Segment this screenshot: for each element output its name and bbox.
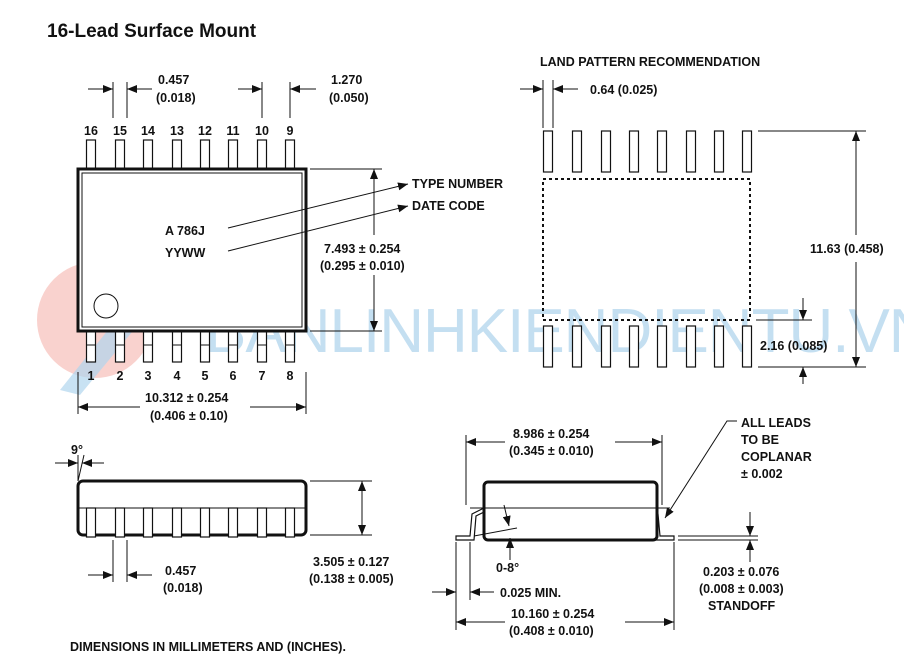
dim-min: 0.025 MIN. <box>500 586 561 600</box>
standoff-label: STANDOFF <box>708 599 775 613</box>
dim-side-lead-width-in: (0.018) <box>163 581 203 595</box>
callout-type-number: TYPE NUMBER <box>412 177 503 191</box>
pin-number: 4 <box>174 369 181 383</box>
dim-pad-length: 2.16 (0.085) <box>760 339 827 353</box>
side-view: 9° 0.457 (0.018) 3.505 ± 0.127 (0.138 ± … <box>55 443 394 595</box>
lead-top <box>256 139 268 170</box>
lead-bottom <box>171 330 183 363</box>
pin-number: 16 <box>84 124 98 138</box>
lead-top <box>227 139 239 170</box>
pin-number: 14 <box>141 124 155 138</box>
side-lead <box>284 507 296 538</box>
dim-lead-width-in: (0.018) <box>156 91 196 105</box>
land-pad-bottom <box>571 325 583 368</box>
pin-number: 3 <box>145 369 152 383</box>
lead-bottom <box>256 330 268 363</box>
pin-number: 13 <box>170 124 184 138</box>
lead-top <box>114 139 126 170</box>
dim-lead-width: 0.457 <box>158 73 189 87</box>
lead-top <box>142 139 154 170</box>
lead-top <box>85 139 97 170</box>
side-lead <box>114 507 126 538</box>
pin-number: 10 <box>255 124 269 138</box>
lead-top <box>284 139 296 170</box>
lead-bottom <box>284 330 296 363</box>
dim-body-length: 10.312 ± 0.254 <box>145 391 228 405</box>
dim-end-overall-in: (0.408 ± 0.010) <box>509 624 594 638</box>
lead-top <box>171 139 183 170</box>
side-lead <box>171 507 183 538</box>
dim-pad-width: 0.64 (0.025) <box>590 83 657 97</box>
dim-end-body-width-in: (0.345 ± 0.010) <box>509 444 594 458</box>
pin-number: 1 <box>88 369 95 383</box>
pin-number: 8 <box>287 369 294 383</box>
dim-height: 3.505 ± 0.127 <box>313 555 389 569</box>
dim-angle: 9° <box>71 443 83 457</box>
dim-lead-angle: 0-8° <box>496 561 519 575</box>
land-pad-top <box>571 130 583 173</box>
dim-height-in: (0.138 ± 0.005) <box>309 572 394 586</box>
lead-bottom <box>199 330 211 363</box>
note-coplanar-4: ± 0.002 <box>741 467 783 481</box>
pin-number: 7 <box>259 369 266 383</box>
side-lead <box>199 507 211 538</box>
pin-number: 2 <box>117 369 124 383</box>
watermark-text: BANLINHKIENDIENTU.VN <box>205 297 904 366</box>
land-pad-top <box>628 130 640 173</box>
pin-number: 15 <box>113 124 127 138</box>
land-pad-top <box>542 130 554 173</box>
dim-overall: 11.63 (0.458) <box>810 242 884 256</box>
dim-body-width: 7.493 ± 0.254 <box>324 242 400 256</box>
land-pad-top <box>713 130 725 173</box>
land-pad-top <box>685 130 697 173</box>
pin-number: 12 <box>198 124 212 138</box>
note-coplanar-1: ALL LEADS <box>741 416 811 430</box>
end-view: 0-8° 8.986 ± 0.254 (0.345 ± 0.010) ALL L… <box>432 416 812 638</box>
dim-body-length-in: (0.406 ± 0.10) <box>150 409 228 423</box>
pin-number: 11 <box>226 124 239 138</box>
land-pattern: LAND PATTERN RECOMMENDATION 0.64 (0.025)… <box>520 55 884 384</box>
land-pad-bottom <box>600 325 612 368</box>
land-pad-top <box>656 130 668 173</box>
dim-pitch-in: (0.050) <box>329 91 369 105</box>
date-code: YYWW <box>165 246 205 260</box>
dim-standoff-in: (0.008 ± 0.003) <box>699 582 784 596</box>
dim-end-body-width: 8.986 ± 0.254 <box>513 427 589 441</box>
dim-standoff: 0.203 ± 0.076 <box>703 565 779 579</box>
callout-date-code: DATE CODE <box>412 199 485 213</box>
pin-number: 9 <box>287 124 294 138</box>
side-lead <box>227 507 239 538</box>
land-pad-top <box>600 130 612 173</box>
land-pad-bottom <box>713 325 725 368</box>
page-title: 16-Lead Surface Mount <box>47 21 257 42</box>
side-lead <box>256 507 268 538</box>
note-coplanar-2: TO BE <box>741 433 779 447</box>
land-pad-bottom <box>741 325 753 368</box>
pin-number: 5 <box>202 369 209 383</box>
dim-pitch: 1.270 <box>331 73 362 87</box>
land-pad-bottom <box>656 325 668 368</box>
pin-number: 6 <box>230 369 237 383</box>
note-coplanar-3: COPLANAR <box>741 450 812 464</box>
land-pad-top <box>741 130 753 173</box>
dim-body-width-in: (0.295 ± 0.010) <box>320 259 405 273</box>
dim-side-lead-width: 0.457 <box>165 564 196 578</box>
side-lead <box>85 507 97 538</box>
land-pad-bottom <box>685 325 697 368</box>
lead-top <box>199 139 211 170</box>
dim-end-overall: 10.160 ± 0.254 <box>511 607 594 621</box>
lead-bottom <box>227 330 239 363</box>
pin1-marker <box>93 293 119 319</box>
land-pad-bottom <box>542 325 554 368</box>
type-number: A 786J <box>165 224 205 238</box>
side-lead <box>142 507 154 538</box>
land-pattern-title: LAND PATTERN RECOMMENDATION <box>540 55 760 69</box>
lead-bottom <box>142 330 154 363</box>
lead-bottom <box>114 330 126 363</box>
land-pad-bottom <box>628 325 640 368</box>
footer-note: DIMENSIONS IN MILLIMETERS AND (INCHES). <box>70 640 346 654</box>
lead-bottom <box>85 330 97 363</box>
